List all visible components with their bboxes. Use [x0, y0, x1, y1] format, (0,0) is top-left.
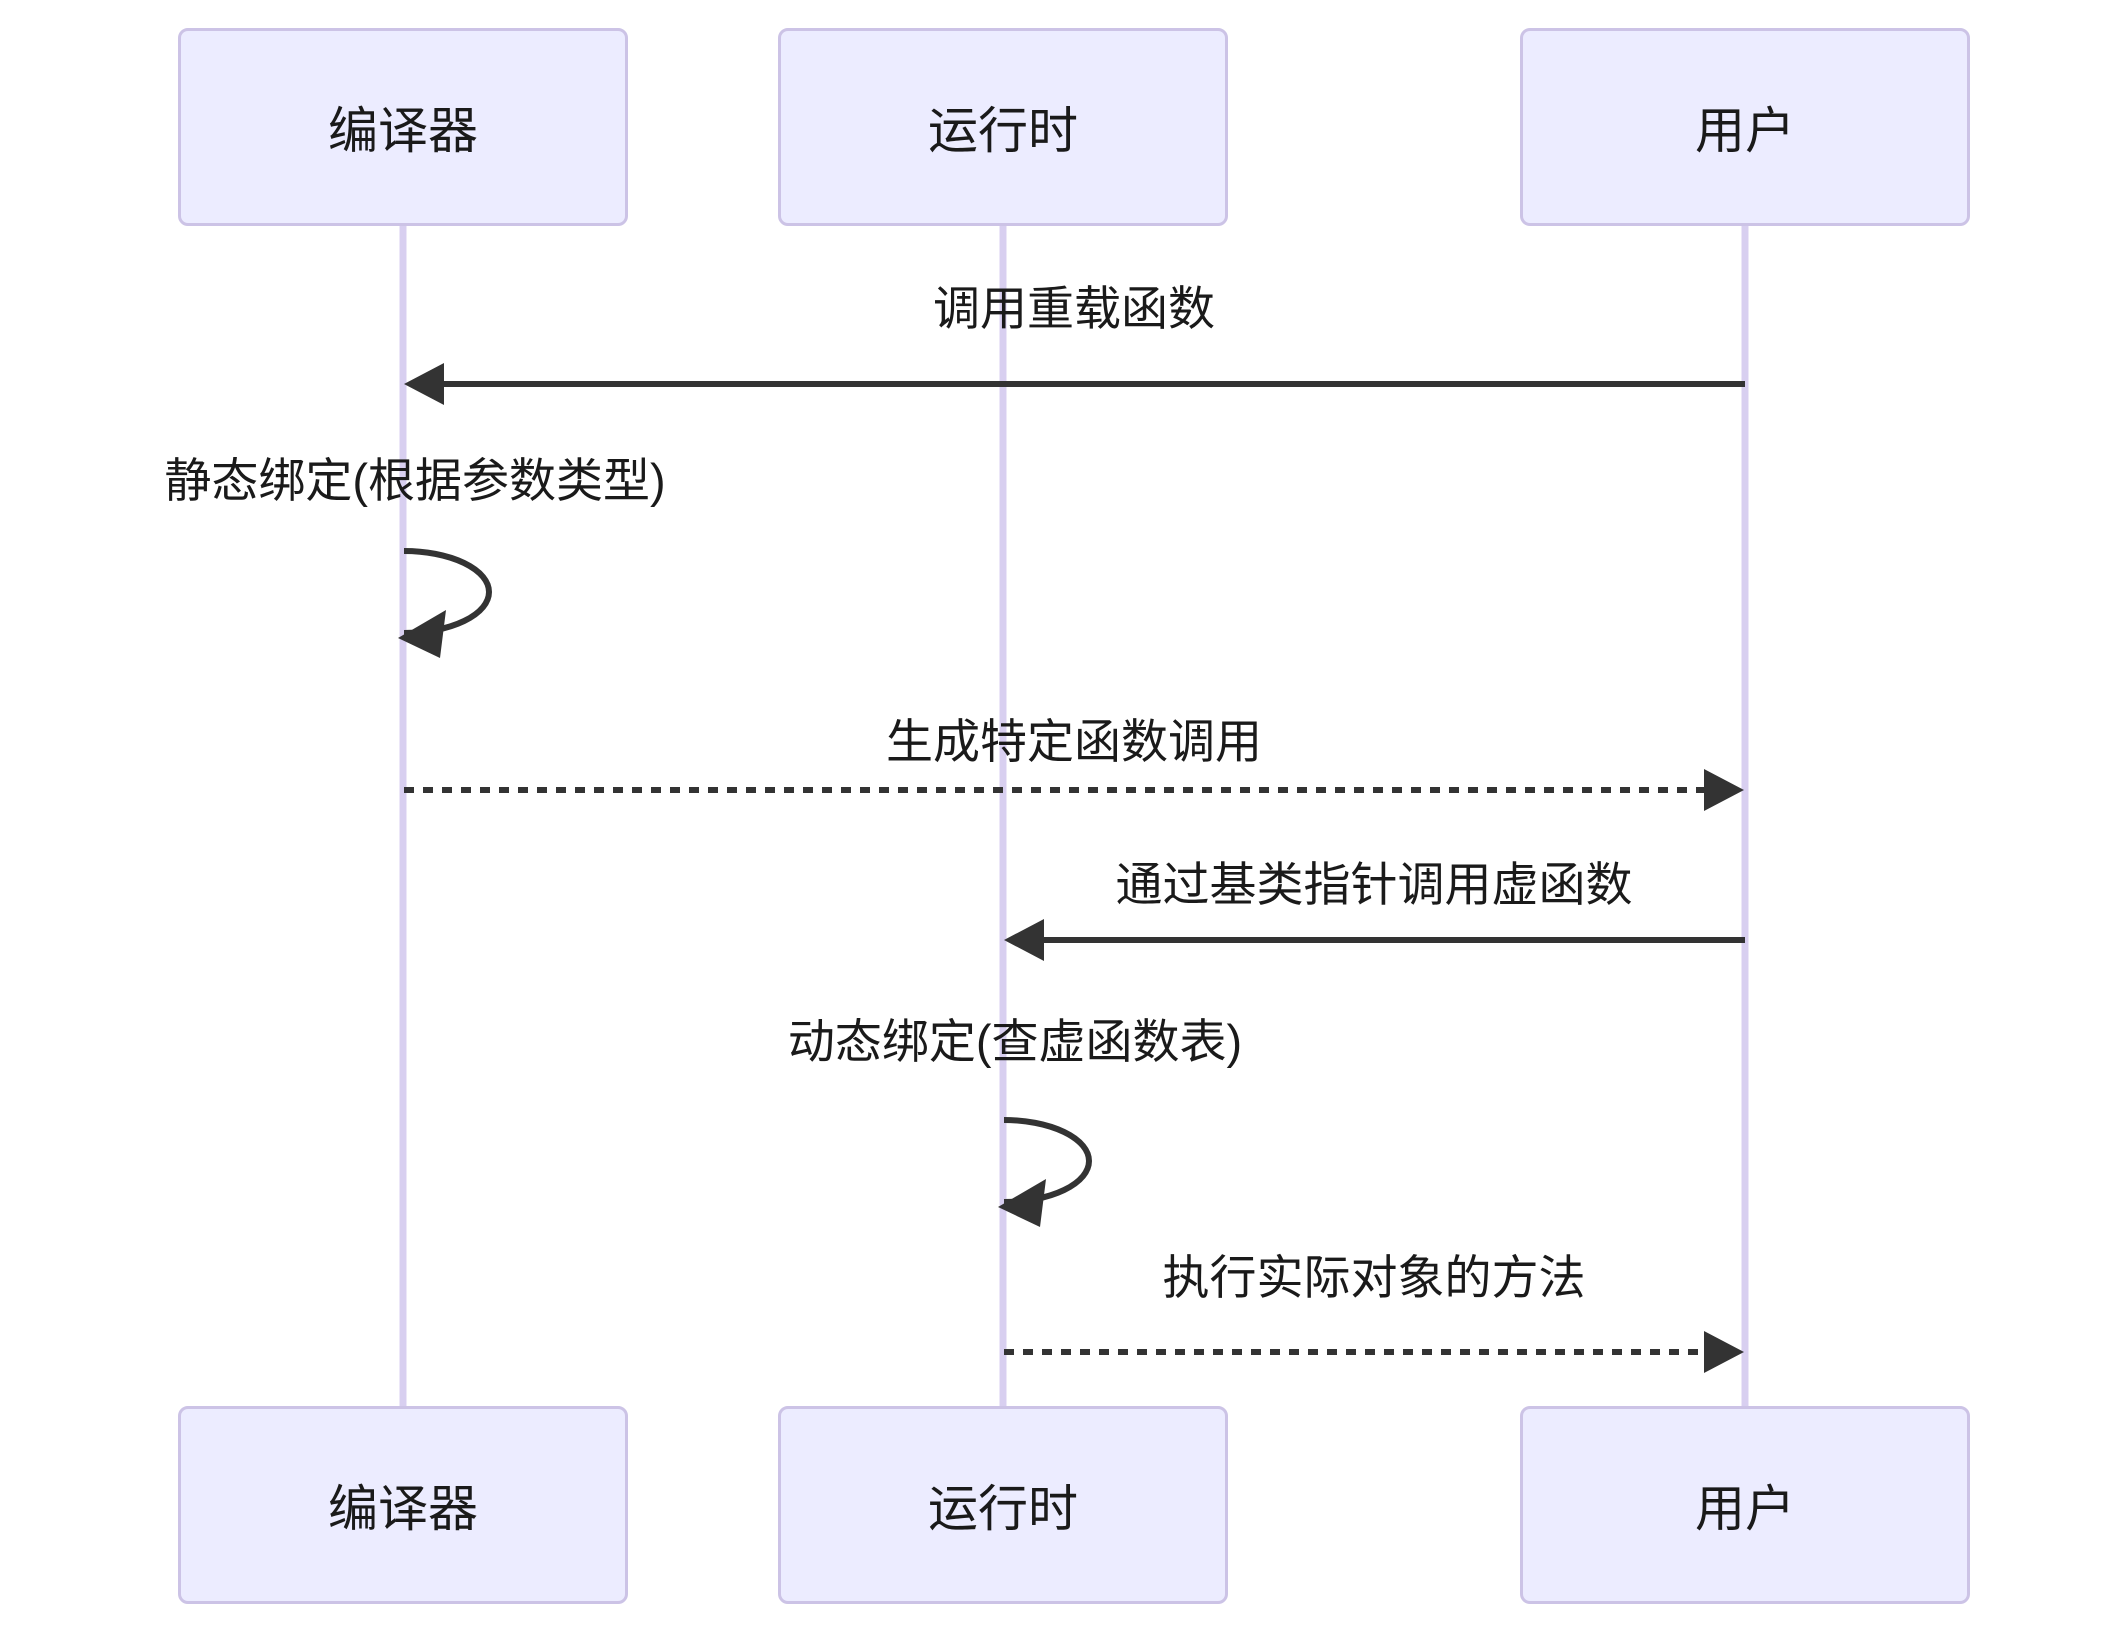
actor-top-user: 用户	[1520, 28, 1970, 226]
actor-label-compiler: 编译器	[328, 1481, 478, 1537]
message-label-call-overload: 调用重载函数	[933, 281, 1215, 335]
actor-label-user: 用户	[1695, 103, 1795, 159]
message-arrow-virtual-call	[1004, 919, 1745, 961]
actor-bottom-user: 用户	[1520, 1406, 1970, 1604]
actor-bottom-runtime: 运行时	[778, 1406, 1228, 1604]
actor-top-runtime: 运行时	[778, 28, 1228, 226]
arrowhead-loop-icon	[398, 610, 446, 658]
message-label-generate-call: 生成特定函数调用	[886, 714, 1262, 768]
message-arrow-generate-call	[404, 769, 1744, 811]
actor-label-runtime: 运行时	[928, 103, 1078, 159]
actor-label-user: 用户	[1695, 1481, 1795, 1537]
arrowhead-left-icon	[1004, 919, 1044, 961]
self-loop-compiler	[398, 548, 492, 658]
message-arrow-call-overload	[404, 363, 1745, 405]
actor-label-compiler: 编译器	[328, 103, 478, 159]
self-loop-runtime	[998, 1117, 1092, 1227]
arrowhead-right-icon	[1704, 769, 1744, 811]
message-label-static-binding: 静态绑定(根据参数类型)	[164, 453, 666, 507]
actor-bottom-compiler: 编译器	[178, 1406, 628, 1604]
message-label-virtual-call: 通过基类指针调用虚函数	[1115, 857, 1633, 911]
arrowhead-right-icon	[1704, 1331, 1744, 1373]
arrowhead-loop-icon	[998, 1179, 1046, 1227]
message-label-execute-method: 执行实际对象的方法	[1162, 1250, 1586, 1304]
message-label-dynamic-binding: 动态绑定(查虚函数表)	[787, 1014, 1243, 1068]
arrowhead-left-icon	[404, 363, 444, 405]
message-arrow-execute-method	[1004, 1331, 1744, 1373]
actor-label-runtime: 运行时	[928, 1481, 1078, 1537]
actor-top-compiler: 编译器	[178, 28, 628, 226]
